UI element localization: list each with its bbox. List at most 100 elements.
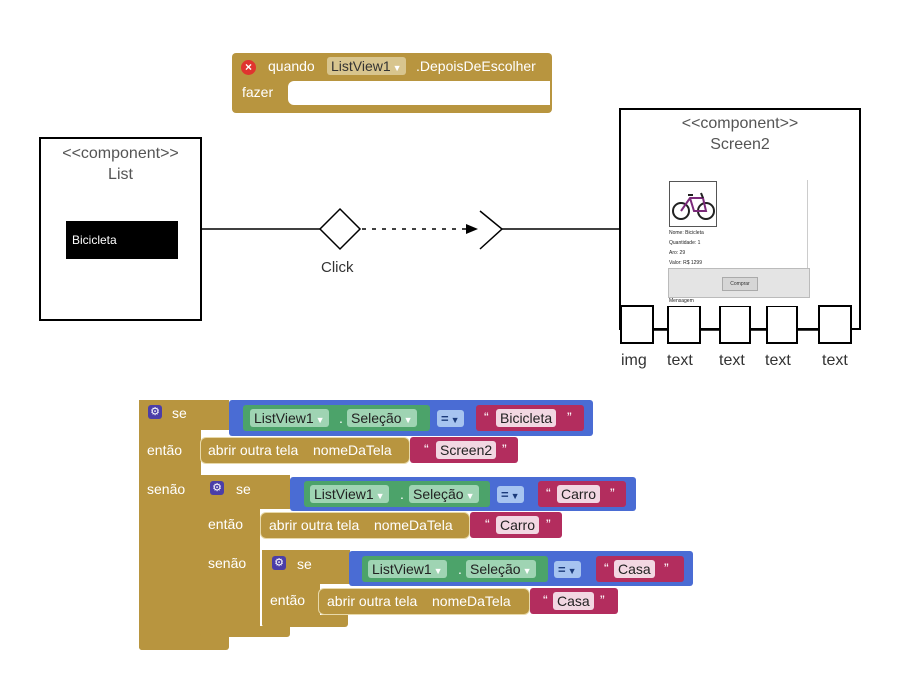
component-dropdown[interactable]: ListView1▼ — [250, 409, 329, 427]
if-block-outer-bottom — [139, 636, 229, 650]
list-name: List — [108, 166, 133, 183]
property-dropdown[interactable]: Seleção▼ — [409, 485, 479, 503]
arrowhead-icon — [466, 224, 478, 234]
quote-open: “ — [604, 560, 609, 576]
list-component: <<component>> List — [40, 145, 201, 184]
quote-open: “ — [424, 441, 429, 457]
quote-open: “ — [485, 516, 490, 532]
string-value[interactable]: Carro — [496, 516, 540, 534]
slot-label-text-3: text — [765, 352, 791, 369]
operator-dropdown[interactable]: =▼ — [437, 410, 464, 427]
event-do-slot — [288, 81, 550, 105]
screen-param-label: nomeDaTela — [313, 442, 392, 458]
component-name: ListView1 — [254, 410, 314, 426]
slot-label-text-2: text — [719, 352, 745, 369]
buy-button[interactable]: Comprar — [722, 277, 758, 291]
gear-icon[interactable]: ⚙ — [148, 405, 162, 419]
chevron-down-icon: ▼ — [315, 415, 325, 425]
slot-text-box-4 — [818, 305, 852, 344]
component-dropdown[interactable]: ListView1▼ — [368, 560, 447, 578]
quote-close: ” — [600, 592, 605, 608]
string-value[interactable]: Bicicleta — [496, 409, 557, 427]
string-value[interactable]: Screen2 — [436, 441, 497, 459]
slot-label-img: img — [621, 352, 647, 369]
event-when-label: quando — [268, 58, 315, 74]
property-name: Seleção — [351, 410, 402, 426]
chevron-down-icon: ▼ — [403, 415, 413, 425]
slot-text-box-1 — [667, 305, 701, 344]
chevron-down-icon: ▼ — [465, 491, 475, 501]
event-name: .DepoisDeEscolher — [416, 58, 536, 74]
if-block-nested-1-bottom — [200, 626, 290, 637]
if-label: se — [297, 556, 312, 572]
gear-icon[interactable]: ⚙ — [210, 481, 224, 495]
bicycle-icon — [672, 192, 715, 220]
decision-diamond — [318, 207, 362, 251]
list-item-bicicleta[interactable]: Bicicleta — [66, 221, 178, 259]
string-value[interactable]: Carro — [557, 485, 601, 503]
screen2-preview-border — [807, 180, 808, 297]
chevron-down-icon: ▼ — [510, 491, 520, 501]
if-label: se — [172, 405, 187, 421]
chevron-down-icon: ▼ — [433, 566, 443, 576]
quote-open: “ — [546, 485, 551, 501]
detail-line: Quantidade: 1 — [669, 240, 701, 246]
error-icon[interactable]: × — [241, 60, 256, 75]
quote-open: “ — [484, 409, 489, 425]
operator-symbol: = — [501, 487, 509, 502]
open-screen-label: abrir outra tela — [269, 517, 360, 533]
dot-separator: . — [458, 561, 462, 577]
component-name: ListView1 — [372, 561, 432, 577]
open-screen-label: abrir outra tela — [208, 442, 299, 458]
screen2-component: <<component>> Screen2 — [620, 115, 860, 154]
detail-line: Nome: Bicicleta — [669, 230, 704, 236]
quote-close: ” — [664, 560, 669, 576]
screen2-stereotype: <<component>> — [681, 115, 799, 132]
open-screen-block[interactable] — [200, 437, 410, 464]
string-value[interactable]: Casa — [553, 592, 594, 610]
string-value[interactable]: Casa — [614, 560, 655, 578]
component-name: ListView1 — [314, 486, 374, 502]
then-label: então — [147, 442, 183, 458]
quote-close: ” — [610, 485, 615, 501]
event-block[interactable]: × quando ListView1▼ .DepoisDeEscolher fa… — [232, 53, 552, 113]
message-label: Mensagem — [669, 298, 694, 304]
if-block-outer[interactable] — [139, 400, 201, 650]
property-dropdown[interactable]: Seleção▼ — [466, 560, 536, 578]
property-dropdown[interactable]: Seleção▼ — [347, 409, 417, 427]
slot-label-text-4: text — [822, 352, 848, 369]
if-block-nested-2-bottom — [262, 615, 348, 627]
quote-close: ” — [502, 441, 507, 457]
gear-icon[interactable]: ⚙ — [272, 556, 286, 570]
slot-text-box-2 — [719, 305, 751, 344]
operator-symbol: = — [558, 562, 566, 577]
transition-label: Click — [321, 259, 354, 276]
buy-button-label: Comprar — [730, 281, 750, 287]
event-do-label: fazer — [242, 84, 274, 100]
screen2-name: Screen2 — [710, 136, 770, 153]
screen2-button-area: Comprar — [668, 268, 810, 298]
screen-param-label: nomeDaTela — [374, 517, 453, 533]
then-label: então — [208, 516, 244, 532]
else-label: senão — [208, 555, 247, 571]
chevron-down-icon: ▼ — [392, 63, 402, 73]
required-interface-chevron — [479, 210, 504, 250]
quote-close: ” — [546, 516, 551, 532]
else-label: senão — [147, 481, 186, 497]
chevron-down-icon: ▼ — [375, 491, 385, 501]
slot-img-box — [620, 305, 654, 344]
open-screen-label: abrir outra tela — [327, 593, 418, 609]
then-label: então — [270, 592, 306, 608]
dot-separator: . — [339, 410, 343, 426]
if-label: se — [236, 481, 251, 497]
open-screen-block[interactable] — [260, 512, 470, 539]
slot-text-box-3 — [766, 305, 798, 344]
operator-dropdown[interactable]: =▼ — [554, 561, 581, 578]
component-dropdown[interactable]: ListView1▼ — [310, 485, 389, 503]
operator-dropdown[interactable]: =▼ — [497, 486, 524, 503]
event-component-dropdown[interactable]: ListView1▼ — [327, 57, 406, 75]
quote-close: ” — [567, 409, 572, 425]
chevron-down-icon: ▼ — [522, 566, 532, 576]
screen-param-label: nomeDaTela — [432, 593, 511, 609]
open-screen-block[interactable] — [318, 588, 530, 615]
